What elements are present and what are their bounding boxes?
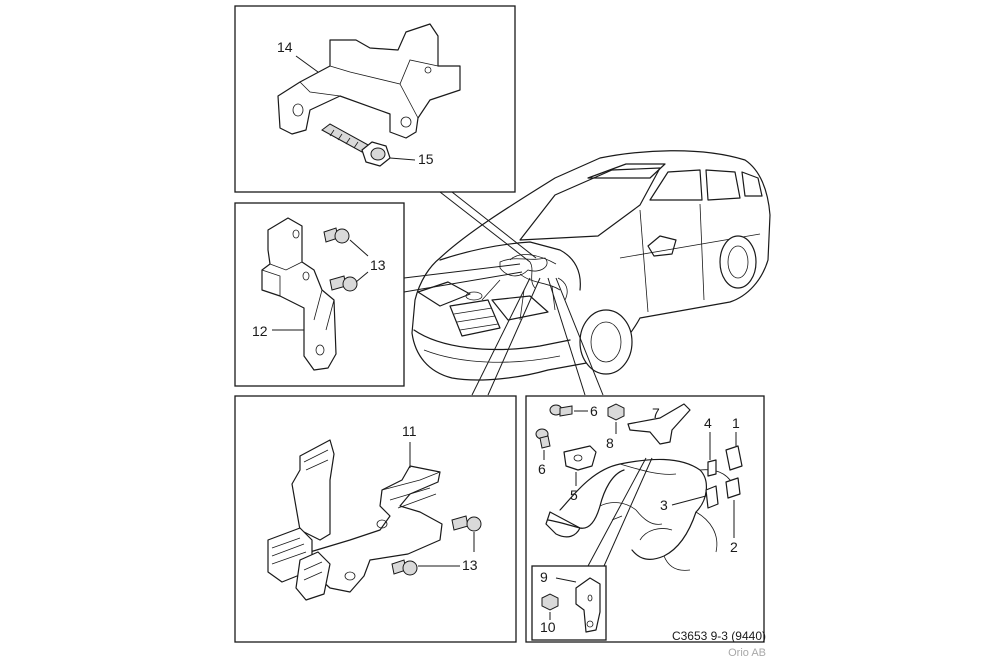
copyright-credit: Orio AB [728,647,766,659]
detail-box-bracket-12: 13 12 [234,202,405,387]
pointer-lines [403,191,604,396]
callout-13-lower: 13 [462,557,478,573]
callout-14: 14 [277,39,293,55]
callout-12: 12 [252,323,268,339]
callout-7: 7 [652,405,660,421]
callout-11: 11 [402,423,417,439]
callout-15: 15 [418,151,434,167]
callout-9: 9 [540,569,548,585]
callout-1: 1 [732,415,740,431]
detail-box-wiring-harness: 6 8 7 6 5 1 4 3 2 [525,395,765,643]
callout-3: 3 [660,497,668,513]
callout-6-top: 6 [590,403,598,419]
detail-box-bracket-14: 14 15 [234,5,516,193]
callout-6-left: 6 [538,461,546,477]
callout-2: 2 [730,539,738,555]
figure-caption: C3653 9-3 (9440) [672,629,766,643]
callout-10: 10 [540,619,556,635]
callout-13-upper: 13 [370,257,386,273]
car-illustration [411,150,771,381]
callout-8: 8 [606,435,614,451]
detail-box-bracket-11: 11 13 [234,395,517,643]
callout-4: 4 [704,415,712,431]
